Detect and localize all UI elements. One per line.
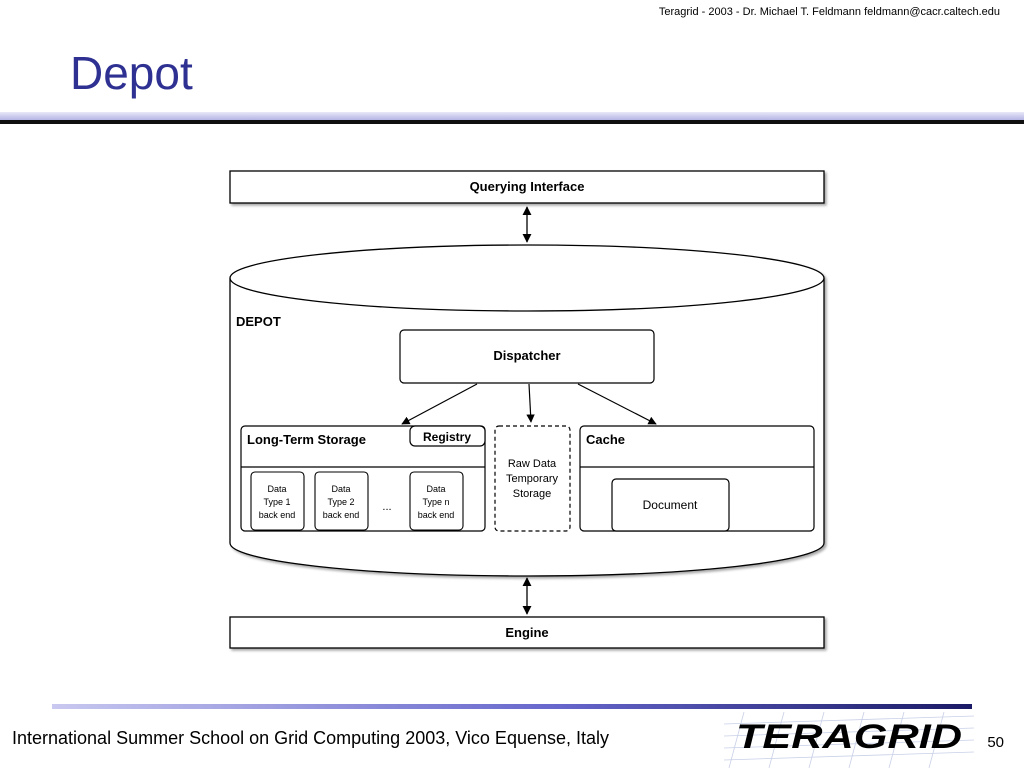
cache-label: Cache — [586, 432, 625, 447]
dispatcher-label: Dispatcher — [493, 348, 560, 363]
footer-divider — [52, 704, 972, 709]
document-box: Document — [611, 478, 730, 532]
backend-type-1: Data Type 1 back end — [250, 471, 305, 531]
backend-2-line2: Type 2 — [327, 497, 354, 507]
backend-1-line1: Data — [267, 484, 286, 494]
backend-n-line2: Type n — [422, 497, 449, 507]
backend-1-line3: back end — [259, 510, 296, 520]
document-label: Document — [643, 498, 698, 512]
engine-box: Engine — [229, 616, 825, 649]
page-number: 50 — [987, 734, 1004, 751]
dispatcher-to-raw-arrow — [526, 383, 535, 423]
raw-data-storage-box: Raw Data Temporary Storage — [494, 425, 571, 532]
dispatcher-to-cache-arrow — [577, 383, 657, 425]
long-term-storage-label: Long-Term Storage — [247, 432, 366, 447]
backend-ellipsis: ... — [382, 501, 391, 513]
backend-1-line2: Type 1 — [263, 497, 290, 507]
backend-2-line3: back end — [323, 510, 360, 520]
backend-n-line1: Data — [426, 484, 445, 494]
raw-data-line3: Storage — [513, 488, 552, 500]
engine-label: Engine — [505, 625, 548, 640]
querying-interface-label: Querying Interface — [470, 179, 585, 194]
header-credit: Teragrid - 2003 - Dr. Michael T. Feldman… — [658, 6, 1000, 18]
footer-text: International Summer School on Grid Comp… — [12, 728, 610, 748]
logo-text: TERAGRID — [736, 718, 962, 756]
raw-data-line1: Raw Data — [508, 458, 557, 470]
dispatcher-to-storage-arrow — [401, 383, 478, 425]
backend-type-n: Data Type n back end — [409, 471, 464, 531]
querying-interface-box: Querying Interface — [229, 170, 825, 204]
dispatcher-box: Dispatcher — [399, 329, 655, 384]
registry-box: Registry — [409, 425, 486, 447]
backend-type-2: Data Type 2 back end — [314, 471, 369, 531]
depot-label: DEPOT — [236, 314, 281, 329]
slide-title: Depot — [70, 47, 193, 99]
raw-data-line2: Temporary — [506, 473, 558, 485]
teragrid-logo: TERAGRID — [724, 712, 974, 768]
backend-n-line3: back end — [418, 510, 455, 520]
registry-label: Registry — [423, 430, 471, 444]
title-divider — [0, 112, 1024, 126]
backend-2-line1: Data — [331, 484, 350, 494]
